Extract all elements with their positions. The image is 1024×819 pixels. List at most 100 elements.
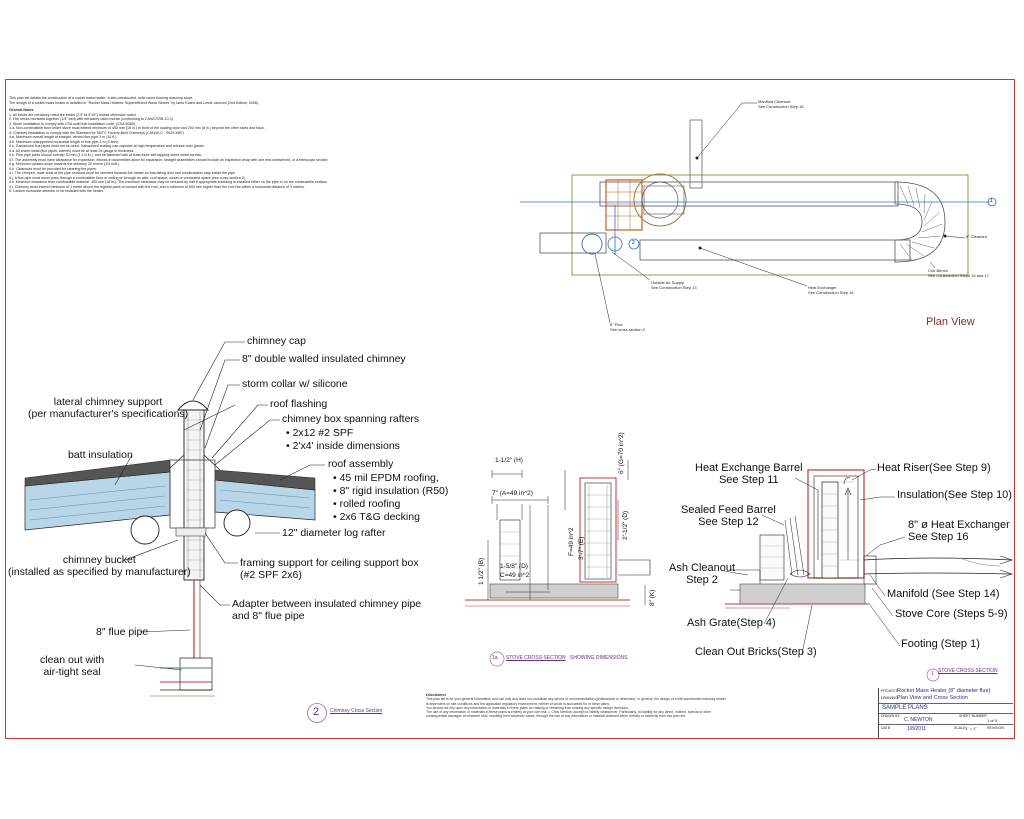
tb-divider xyxy=(879,703,1013,704)
label-line: lateral chimney support xyxy=(53,396,163,408)
label-line: See Step 16 xyxy=(908,531,969,543)
sheet-border xyxy=(5,79,1015,739)
dims-tag-text: STOVE CROSS SECTION xyxy=(506,655,566,661)
label-roof-b3: • rolled roofing xyxy=(333,498,401,510)
label-manifold: Manifold (See Step 14) xyxy=(887,588,1000,600)
callout-cleanout: 8" Cleanout xyxy=(966,234,987,239)
callout-line: Heat Exchanger xyxy=(808,285,837,290)
dim-c1: 1-5/8" (D) xyxy=(500,563,528,570)
disclaimer: Disclaimer This plan set is for your gen… xyxy=(426,692,876,719)
callout-line: 8" Flue xyxy=(610,322,623,327)
log-rafter-right xyxy=(223,509,251,537)
label-lateral-support: lateral chimney support (per manufacture… xyxy=(28,396,188,420)
bench-outline xyxy=(571,174,969,276)
intro-line: This plan set details the construction o… xyxy=(9,96,194,100)
label-log-rafter: 12" diameter log rafter xyxy=(282,527,386,539)
note-item: 1. All bricks are refractory rated fire … xyxy=(9,112,137,117)
project-name: Rocket Mass Heater (8" diameter flue) xyxy=(897,688,991,694)
label-box-b2: • 2'x4' inside dimensions xyxy=(286,440,400,452)
label-line: Heat Exchange Barrel xyxy=(695,462,803,474)
label-clean-out-bricks: Clean Out Bricks(Step 3) xyxy=(695,646,817,658)
label-line: (#2 SPF 2x6) xyxy=(240,569,302,581)
chimney-cap-shape xyxy=(176,400,210,411)
revision-label: REVISION: xyxy=(987,726,1005,730)
note-item: 4.c. Galvanized flue pipes must not be u… xyxy=(9,144,205,148)
dims-tag-circle xyxy=(489,651,505,667)
disclaimer-line: This plan set is for your general inform… xyxy=(426,697,726,702)
feed-tube xyxy=(759,534,785,581)
framing-support xyxy=(175,527,207,537)
callout-line: See Construction Step 15 xyxy=(758,104,804,109)
label-line: 8" rigid insulation (R50) xyxy=(339,485,449,497)
scale-label: SCALE: xyxy=(954,726,967,730)
title-block: PROJECT: Rocket Mass Heater (8" diameter… xyxy=(878,688,1013,738)
note-item: 4.k. Minimum clearance from combustible … xyxy=(9,180,328,184)
label-line: and 8" flue pipe xyxy=(232,610,305,622)
label-cleanout: clean out with air-tight seal xyxy=(40,654,104,678)
note-item: 4.h. Cleanouts must be provided for clea… xyxy=(9,166,97,171)
label-sealed-feed-barrel: Sealed Feed Barrel See Step 12 xyxy=(681,504,776,528)
label-roof-b4: • 2x6 T&G decking xyxy=(333,511,420,523)
notes-heading: General Notes xyxy=(9,108,34,112)
note-item: 4.b. Maximum unsupported horizontal leng… xyxy=(9,139,119,144)
chimney-tag-text: Chimney Cross Section xyxy=(330,708,383,714)
manifold-duct xyxy=(689,119,703,189)
sheet-label: SHEET NUMBER xyxy=(959,714,987,718)
note-item: 4.g. Minimum upward slope towards the ch… xyxy=(9,162,121,166)
label-chimney-box: chimney box spanning rafters xyxy=(282,413,420,425)
marker-1: 1 xyxy=(990,198,993,204)
disclaimer-line: consequential damages of whatever kind, … xyxy=(426,714,686,719)
date-label: DATE: xyxy=(881,726,892,730)
marker-2: 2 xyxy=(632,240,635,246)
note-item: 4. Chimney installation to comply with t… xyxy=(9,130,184,135)
note-item: 3.a. Non-combustible floor under stove m… xyxy=(9,126,265,130)
dim-c2: C=49 in^2 xyxy=(500,572,530,579)
barrel-plan xyxy=(633,173,687,227)
label-heat-riser: Heat Riser(See Step 9) xyxy=(877,462,991,474)
section-marker-right xyxy=(987,197,997,207)
pipe-run-upper xyxy=(599,181,899,207)
cross-tag-circle xyxy=(926,668,940,682)
label-line: Step 2 xyxy=(686,574,718,586)
log-rafter-left xyxy=(130,515,160,545)
label-footing: Footing (Step 1) xyxy=(901,638,980,650)
sheet-number: 1 of 3 xyxy=(987,718,998,723)
disclaimer-title: Disclaimer xyxy=(426,692,447,697)
callout-outside-air: Outside Air Supply See Construction Step… xyxy=(651,280,697,290)
label-adapter: Adapter between insulated chimney pipe a… xyxy=(232,598,421,622)
note-item: 3. Stove installation to comply with CSA… xyxy=(9,121,137,126)
dim-a: 7" (A=49 in^2) xyxy=(492,490,533,497)
flame-swirl xyxy=(789,569,811,578)
label-insulation: Insulation(See Step 10) xyxy=(897,489,1012,501)
section-marker-2 xyxy=(628,238,640,250)
note-item: 4.j. A flue pipe must never pass through… xyxy=(9,175,246,180)
label-roof-flashing: roof flashing xyxy=(270,398,328,410)
label-line: 2x12 #2 SPF xyxy=(292,427,354,439)
label-double-walled: 8" double walled insulated chimney xyxy=(242,353,406,365)
callout-line: See Construction Steps 16 and 17 xyxy=(928,273,989,278)
label-heat-exchanger: 8" ø Heat Exchanger See Step 16 xyxy=(908,519,1010,543)
tb-divider xyxy=(879,724,1013,725)
plan-view-title: Plan View xyxy=(926,316,975,328)
label-line: Sealed Feed Barrel xyxy=(681,504,776,516)
label-line: clean out with xyxy=(40,654,105,666)
heat-exchanger-pipe xyxy=(863,557,1013,561)
project-label: PROJECT: xyxy=(881,689,898,693)
dim-h: 1-1/2" (H) xyxy=(495,457,523,464)
scale-value: 1" = 1" xyxy=(965,726,977,731)
note-item: 5. Carbon monoxide detector to be instal… xyxy=(9,189,104,193)
callout-cob-bench: Cob Bench See Construction Steps 16 and … xyxy=(928,268,989,278)
general-notes: This plan set details the construction o… xyxy=(9,96,569,194)
label-framing-support: framing support for ceiling support box … xyxy=(240,557,419,581)
callout-flue: 8" Flue See cross section 2 xyxy=(610,322,645,332)
bend-hatch xyxy=(899,185,943,261)
label-heat-exchange-barrel: Heat Exchange Barrel See Step 11 xyxy=(695,462,803,486)
note-item: 4.e. Flue pipe joints should overlap 30 … xyxy=(9,153,202,157)
label-line: air-tight seal xyxy=(43,666,101,678)
label-stove-core: Stove Core (Steps 5-9) xyxy=(895,608,1008,620)
